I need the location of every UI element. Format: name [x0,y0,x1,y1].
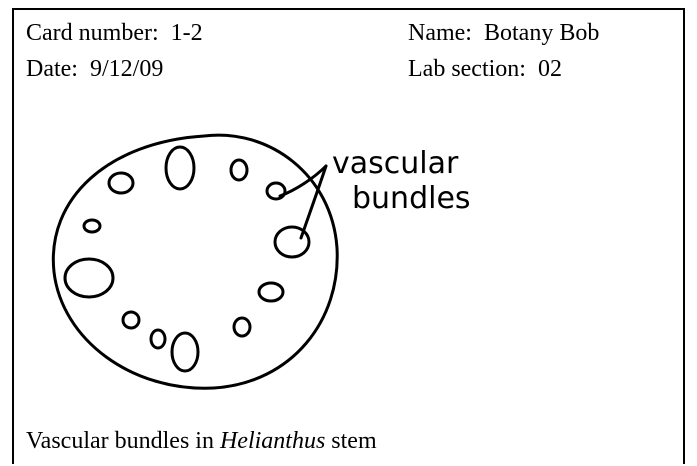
vascular-bundle [234,318,250,336]
stem-outline [53,135,337,388]
vascular-bundle [151,330,165,348]
caption-genus: Helianthus [220,428,325,454]
vascular-bundle [172,333,198,371]
vascular-bundle [123,312,139,328]
vascular-bundle [231,160,247,180]
annotation-bundles: bundles [352,181,471,216]
vascular-bundle [65,259,113,297]
vascular-bundle [109,173,133,193]
lab-card: Card number: 1-2 Date: 9/12/09 Name: Bot… [12,8,685,464]
vascular-bundle [166,147,194,189]
caption-prefix: Vascular bundles in [26,428,214,454]
stem-cross-section-drawing: vascular bundles [14,10,683,466]
card-caption: Vascular bundles in Helianthus stem [26,426,377,456]
vascular-bundle [259,283,283,301]
annotation-vascular: vascular [332,146,459,181]
caption-suffix: stem [331,428,376,454]
vascular-bundle [84,220,100,232]
